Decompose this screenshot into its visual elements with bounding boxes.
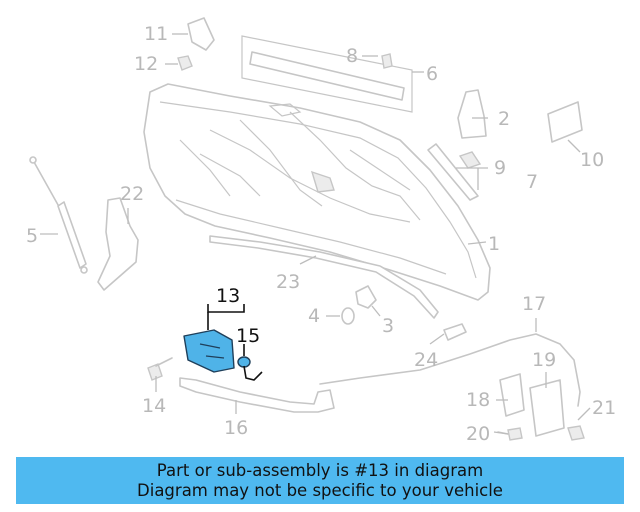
callout-5: 5 — [26, 225, 38, 247]
bolt — [147, 357, 173, 381]
bumper — [355, 285, 377, 309]
plug — [341, 307, 355, 325]
callout-14: 14 — [142, 395, 166, 417]
callout-22: 22 — [120, 183, 144, 205]
callout-13: 13 — [216, 285, 240, 307]
hinge — [97, 197, 139, 291]
cable-clip — [443, 323, 467, 341]
clip — [458, 151, 482, 169]
callout-7: 7 — [526, 171, 538, 193]
gas-strut — [29, 156, 88, 274]
callout-4: 4 — [308, 305, 320, 327]
leader-13-15 — [207, 304, 245, 356]
callout-6: 6 — [426, 63, 438, 85]
callout-12: 12 — [134, 53, 158, 75]
label-sticker — [547, 101, 583, 143]
callout-21: 21 — [592, 397, 616, 419]
hood-latch-highlighted — [183, 329, 235, 373]
callout-10: 10 — [580, 149, 604, 171]
callout-1: 1 — [488, 233, 500, 255]
bracket-clip — [187, 17, 215, 51]
callout-9: 9 — [494, 157, 506, 179]
safety-catch — [179, 377, 335, 413]
parts-diagram: 1 2 3 4 5 6 7 8 9 10 11 12 13 14 15 16 1… — [26, 17, 616, 445]
cable-end-highlighted — [237, 356, 263, 381]
callout-8: 8 — [346, 45, 358, 67]
info-banner: Part or sub-assembly is #13 in diagram D… — [16, 457, 624, 504]
callout-11: 11 — [144, 23, 168, 45]
callout-24: 24 — [414, 349, 438, 371]
weatherstrip — [209, 235, 439, 319]
callout-18: 18 — [466, 389, 490, 411]
bolt-20 — [497, 427, 523, 441]
banner-part-text: Part or sub-assembly is #13 in diagram — [156, 460, 484, 480]
leader-lines — [40, 33, 591, 435]
bracket — [499, 373, 525, 417]
callout-20: 20 — [466, 423, 490, 445]
hood-panel — [143, 83, 491, 301]
callout-2: 2 — [498, 108, 510, 130]
banner-disclaimer-text: Diagram may not be specific to your vehi… — [137, 480, 503, 500]
callout-16: 16 — [224, 417, 248, 439]
latch-support — [529, 379, 565, 437]
callout-3: 3 — [382, 315, 394, 337]
callout-17: 17 — [522, 293, 546, 315]
callout-15: 15 — [236, 325, 260, 347]
grommet — [177, 55, 193, 71]
nut — [567, 425, 585, 441]
callout-23: 23 — [276, 271, 300, 293]
side-seal — [427, 143, 479, 201]
callout-19: 19 — [532, 349, 556, 371]
seal-strip-group — [241, 35, 413, 113]
insulator-pad — [457, 89, 487, 139]
